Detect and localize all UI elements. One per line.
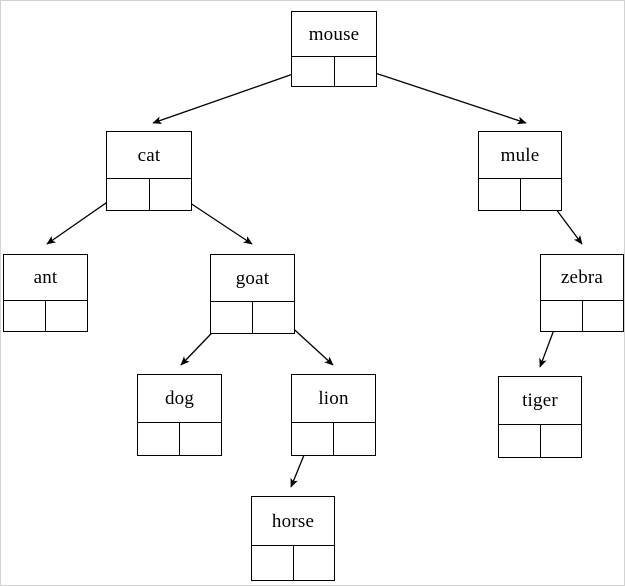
right-pointer-cell-ant[interactable] bbox=[46, 301, 87, 331]
left-pointer-cell-dog[interactable] bbox=[138, 423, 180, 455]
node-label-horse: horse bbox=[271, 510, 315, 532]
node-label-tiger: tiger bbox=[522, 390, 558, 411]
tree-node-cat[interactable]: cat bbox=[106, 131, 192, 211]
node-pointers-lion bbox=[292, 422, 375, 455]
tree-node-mule[interactable]: mule bbox=[478, 131, 562, 211]
right-pointer-cell-zebra[interactable] bbox=[583, 301, 624, 331]
left-pointer-cell-cat[interactable] bbox=[107, 179, 150, 210]
node-pointers-dog bbox=[138, 422, 221, 455]
tree-node-ant[interactable]: ant bbox=[3, 254, 88, 332]
node-label-lion: lion bbox=[318, 388, 349, 409]
left-pointer-cell-tiger[interactable] bbox=[499, 425, 541, 457]
right-pointer-cell-mouse[interactable] bbox=[335, 57, 377, 86]
node-pointers-ant bbox=[4, 300, 87, 331]
left-pointer-cell-mouse[interactable] bbox=[292, 57, 335, 86]
right-pointer-cell-cat[interactable] bbox=[150, 179, 192, 210]
node-pointers-cat bbox=[107, 178, 191, 210]
left-pointer-cell-goat[interactable] bbox=[211, 302, 253, 333]
left-pointer-cell-horse[interactable] bbox=[252, 546, 294, 580]
left-pointer-cell-mule[interactable] bbox=[479, 179, 521, 210]
tree-node-horse[interactable]: horse bbox=[251, 496, 335, 581]
left-pointer-cell-zebra[interactable] bbox=[541, 301, 583, 331]
node-pointers-mouse bbox=[292, 56, 376, 86]
node-pointers-mule bbox=[479, 178, 561, 210]
left-pointer-cell-lion[interactable] bbox=[292, 423, 334, 455]
tree-node-goat[interactable]: goat bbox=[210, 254, 295, 334]
node-pointers-zebra bbox=[541, 300, 623, 331]
tree-node-zebra[interactable]: zebra bbox=[540, 254, 624, 332]
node-pointers-tiger bbox=[499, 424, 581, 457]
right-pointer-cell-mule[interactable] bbox=[521, 179, 562, 210]
right-pointer-cell-tiger[interactable] bbox=[541, 425, 582, 457]
right-pointer-cell-horse[interactable] bbox=[294, 546, 335, 580]
tree-node-tiger[interactable]: tiger bbox=[498, 376, 582, 458]
left-pointer-cell-ant[interactable] bbox=[4, 301, 46, 331]
edge-mouse-right-to-mule bbox=[356, 66, 527, 125]
right-pointer-cell-dog[interactable] bbox=[180, 423, 221, 455]
node-label-zebra: zebra bbox=[560, 267, 604, 288]
node-label-cat: cat bbox=[137, 144, 161, 166]
node-label-ant: ant bbox=[33, 267, 58, 288]
node-pointers-goat bbox=[211, 301, 294, 333]
node-label-dog: dog bbox=[164, 388, 195, 409]
tree-node-dog[interactable]: dog bbox=[137, 374, 222, 456]
right-pointer-cell-goat[interactable] bbox=[253, 302, 294, 333]
node-label-goat: goat bbox=[235, 267, 270, 289]
node-label-mouse: mouse bbox=[308, 23, 360, 45]
tree-node-mouse[interactable]: mouse bbox=[291, 11, 377, 87]
tree-node-lion[interactable]: lion bbox=[291, 374, 376, 456]
node-pointers-horse bbox=[252, 545, 334, 580]
edge-mouse-left-to-cat bbox=[152, 66, 314, 124]
right-pointer-cell-lion[interactable] bbox=[334, 423, 375, 455]
node-label-mule: mule bbox=[500, 144, 540, 166]
